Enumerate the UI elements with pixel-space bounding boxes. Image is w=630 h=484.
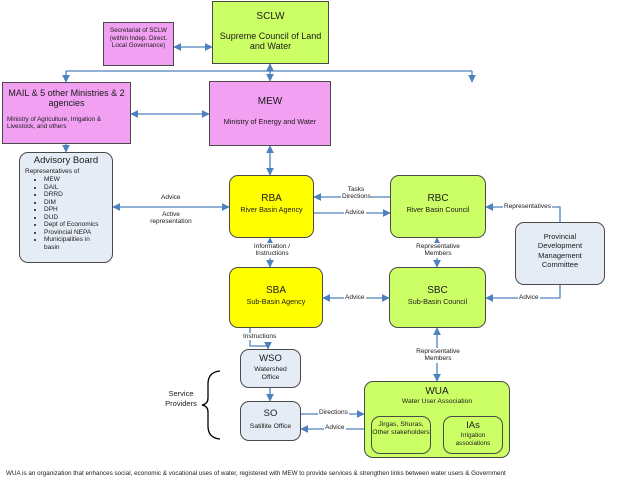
wua-abbr: WUA [425, 386, 449, 397]
member-item: DRRD [44, 191, 110, 198]
sba-name: Sub-Basin Agency [246, 297, 306, 306]
rba-box: RBA River Basin Agency [229, 175, 314, 238]
sbc-name: Sub-Basin Council [407, 297, 468, 306]
label-information-instructions: Information / Instructions [249, 243, 295, 258]
advisory-board-title: Advisory Board [33, 155, 99, 166]
wso-box: WSO Watershed Office [240, 349, 301, 388]
sclw-abbr: SCLW [256, 11, 285, 22]
member-item: DAIL [44, 184, 110, 191]
ias-abbr: IAs [466, 420, 480, 431]
mail-detail: Ministry of Agriculture, Irrigation & Li… [7, 115, 102, 131]
rbc-name: River Basin Council [406, 205, 470, 214]
rba-name: River Basin Agency [240, 205, 303, 214]
member-item: Dept of Economics [44, 221, 110, 228]
wua-box: WUA Water User Association Jirgas, Shura… [364, 381, 510, 458]
label-representatives: Representatives [503, 203, 552, 211]
label-advice-sba-sbc: Advice [344, 294, 366, 302]
wua-name: Water User Association [401, 398, 473, 405]
member-item: DIM [44, 199, 110, 206]
sba-abbr: SBA [265, 285, 286, 296]
jirgas-text: Jirgas, Shuras, Other stakeholders [372, 421, 430, 437]
mail-title: MAIL & 5 other Ministries & 2 agencies [8, 88, 125, 109]
service-providers-brace [201, 370, 221, 440]
member-item: Provincial NEPA [44, 229, 110, 236]
label-representative-members-2: Representative Members [408, 348, 468, 363]
rbc-box: RBC River Basin Council [390, 175, 486, 238]
sclw-box: SCLW Supreme Council of Land and Water [212, 1, 329, 64]
mew-box: MEW Ministry of Energy and Water [209, 81, 331, 146]
secretariat-box: Secretariat of SCLW (within Indep. Direc… [103, 22, 174, 66]
mew-abbr: MEW [257, 96, 283, 107]
so-name: Satillite Office [249, 423, 292, 431]
wso-abbr: WSO [259, 353, 282, 364]
jirgas-box: Jirgas, Shuras, Other stakeholders [371, 416, 431, 454]
label-instructions: Instructions [242, 333, 278, 341]
sbc-abbr: SBC [427, 285, 448, 296]
advisory-board-intro: Representatives of [25, 168, 80, 176]
member-item: DPH [44, 206, 110, 213]
so-box: SO Satillite Office [240, 401, 301, 441]
advisory-board-member-list: MEW DAIL DRRD DIM DPH DUD Dept of Econom… [22, 176, 110, 251]
label-advice-rba-rbc: Advice [344, 209, 366, 217]
footer-note: WUA is an organization that enhances soc… [6, 470, 506, 477]
pdmc-box: Provincial Development Management Commit… [515, 222, 605, 285]
label-active-representation: Active representation [148, 211, 194, 226]
member-item: MEW [44, 176, 110, 183]
secretariat-text: Secretariat of SCLW (within Indep. Direc… [109, 27, 168, 50]
so-abbr: SO [263, 408, 278, 419]
label-tasks-directions: Tasks Directions [341, 186, 371, 201]
pdmc-name: Provincial Development Management Commit… [537, 232, 583, 270]
sclw-name: Supreme Council of Land and Water [219, 31, 322, 52]
ias-name: Irrigation associations [455, 432, 491, 447]
ias-box: IAs Irrigation associations [443, 416, 503, 454]
label-advice-pdmc-sbc: Advice [518, 294, 540, 302]
wso-name: Watershed Office [254, 366, 287, 382]
member-item: DUD [44, 214, 110, 221]
connector-pdmc-sbc [485, 285, 561, 302]
label-directions: Directions [318, 409, 349, 417]
mail-box: MAIL & 5 other Ministries & 2 agencies M… [2, 82, 131, 144]
rba-abbr: RBA [261, 193, 282, 204]
rbc-abbr: RBC [427, 193, 449, 204]
label-advice-advisory-rba: Advice [160, 194, 182, 202]
mew-name: Ministry of Energy and Water [223, 117, 317, 126]
sba-box: SBA Sub-Basin Agency [229, 267, 323, 328]
sbc-box: SBC Sub-Basin Council [389, 267, 486, 328]
advisory-board-box: Advisory Board Representatives of MEW DA… [19, 152, 113, 263]
label-representative-members-1: Representative Members [408, 243, 468, 258]
label-advice-wua-so: Advice [324, 424, 346, 432]
member-item: Municipalities in basin [44, 236, 106, 251]
label-service-providers: Service Providers [165, 389, 197, 408]
